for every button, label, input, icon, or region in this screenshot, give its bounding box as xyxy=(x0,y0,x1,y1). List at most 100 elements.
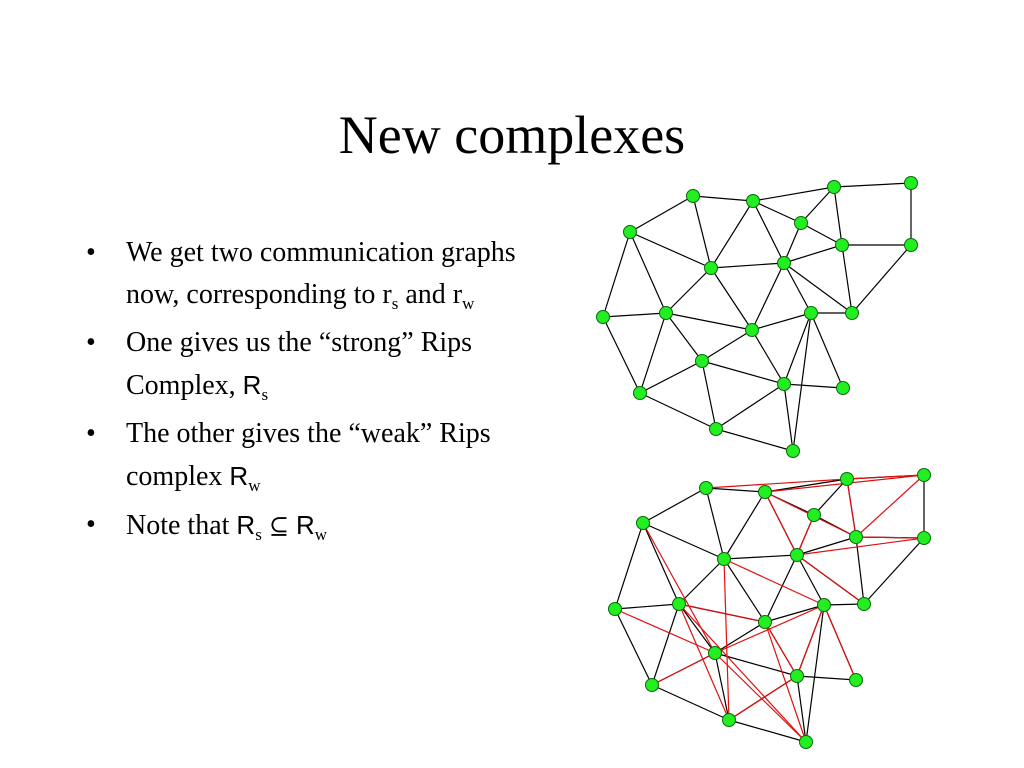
weak-edge xyxy=(723,558,825,606)
strong-edge xyxy=(714,621,766,654)
graph-node xyxy=(645,678,659,692)
strong-edge xyxy=(723,558,766,623)
strong-edge xyxy=(692,195,712,269)
bullet-text: The other gives the “weak” Rips complex xyxy=(126,418,491,492)
graph-node xyxy=(786,444,800,458)
weak-edge xyxy=(714,652,807,743)
strong-edge xyxy=(602,312,667,318)
graph-node xyxy=(758,615,772,629)
graph-node xyxy=(758,485,772,499)
graph-node xyxy=(636,516,650,530)
strong-edge xyxy=(651,603,680,686)
strong-edge xyxy=(639,392,717,430)
graph-node xyxy=(817,598,831,612)
strong-edge xyxy=(665,312,753,331)
weak-edge xyxy=(855,536,925,539)
bullet-text: One gives us the “strong” Rips Complex, xyxy=(126,327,473,401)
strong-edge xyxy=(783,383,844,389)
strong-edge xyxy=(783,222,802,264)
weak-edge xyxy=(846,474,925,480)
strong-edge xyxy=(783,244,843,264)
graph-node xyxy=(704,261,718,275)
strong-edge xyxy=(678,558,725,605)
strong-edge xyxy=(764,478,848,493)
symbol-r: R xyxy=(242,370,262,400)
graph-node xyxy=(608,602,622,616)
bullet-text: and r xyxy=(405,279,463,310)
strong-edge xyxy=(692,195,754,202)
graph-node xyxy=(717,552,731,566)
strong-edge xyxy=(715,383,785,430)
strong-edge xyxy=(723,491,766,560)
weak-edge xyxy=(728,675,798,721)
weak-edge xyxy=(651,652,716,686)
strong-edge xyxy=(714,652,798,677)
graph-node xyxy=(827,180,841,194)
bullet-item: • Note that Rs ⊆ Rw xyxy=(86,504,576,547)
strong-edge xyxy=(810,312,844,389)
subscript: s xyxy=(255,525,262,544)
strong-edge xyxy=(701,329,753,362)
strong-edge xyxy=(602,316,641,394)
weak-edge xyxy=(823,604,857,681)
graph-node xyxy=(807,508,821,522)
weak-edge xyxy=(678,603,766,623)
bullet-item: • We get two communication graphs now, c… xyxy=(86,232,576,316)
weak-edge xyxy=(614,608,716,654)
strong-edge xyxy=(723,554,798,560)
bullet-marker: • xyxy=(86,237,96,268)
strong-edge xyxy=(665,267,712,314)
symbol-r: R xyxy=(295,510,315,540)
strong-edge xyxy=(783,312,812,385)
weak-edge xyxy=(678,603,807,743)
weak-edge xyxy=(705,478,848,489)
strong-edge xyxy=(783,262,853,314)
strong-edge xyxy=(701,360,785,385)
graph-node xyxy=(849,530,863,544)
graph-node xyxy=(695,354,709,368)
graph-node xyxy=(917,468,931,482)
strong-edge xyxy=(805,604,825,743)
symbol-r: R xyxy=(229,461,249,491)
strong-edge xyxy=(614,522,644,610)
strong-edge xyxy=(783,262,812,314)
strong-edge xyxy=(752,200,785,264)
strong-edge xyxy=(796,675,807,743)
strong-edge xyxy=(639,312,667,394)
graph-node xyxy=(699,481,713,495)
strong-edge xyxy=(715,428,794,452)
strong-edge xyxy=(629,231,712,269)
strong-edge xyxy=(678,603,716,654)
graph-node xyxy=(836,381,850,395)
weak-edge xyxy=(855,474,925,538)
weak-edge xyxy=(796,537,925,556)
subscript: w xyxy=(314,525,327,544)
bullet-text: Note that xyxy=(126,510,237,541)
strong-edge xyxy=(710,267,753,331)
bullet-marker: • xyxy=(86,418,96,449)
bullet-text: We get two communication graphs now, cor… xyxy=(126,237,516,310)
strong-edge xyxy=(752,200,802,224)
strong-edge xyxy=(751,329,785,385)
strong-edge xyxy=(796,536,857,556)
graph-node xyxy=(623,225,637,239)
strong-edge xyxy=(714,652,730,721)
strong-edge xyxy=(651,684,730,721)
strong-edge xyxy=(796,554,825,606)
bullet-list: • We get two communication graphs now, c… xyxy=(86,232,576,553)
weak-edge xyxy=(764,621,798,677)
subset-symbol: ⊆ xyxy=(268,512,289,540)
graph-node xyxy=(790,669,804,683)
strong-edge xyxy=(792,312,812,452)
strong-edge xyxy=(833,186,843,246)
bullet-item: • One gives us the “strong” Rips Complex… xyxy=(86,322,576,407)
bullet-marker: • xyxy=(86,327,96,358)
strong-edge xyxy=(751,262,785,331)
graph-node xyxy=(794,216,808,230)
weak-edge xyxy=(723,558,730,721)
graph-node xyxy=(799,735,813,749)
graph-node xyxy=(917,531,931,545)
weak-edge xyxy=(796,554,865,605)
strong-edge xyxy=(851,244,912,314)
